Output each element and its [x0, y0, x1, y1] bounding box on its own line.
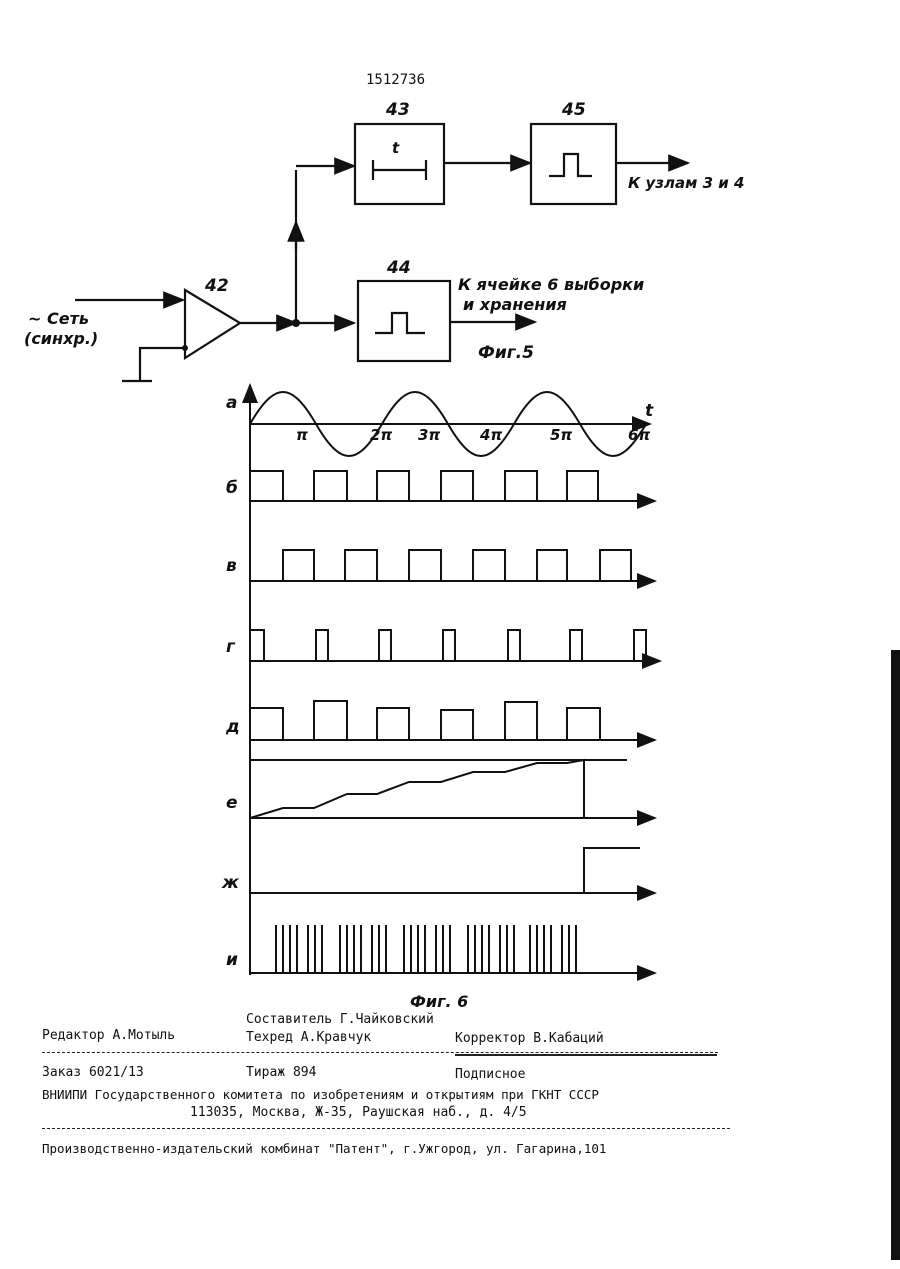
row-label-e: е [226, 793, 238, 813]
pi-label-3: 3π [418, 426, 440, 444]
pi-label-6: 6π [628, 426, 650, 444]
fig6-caption: Фиг. 6 [410, 992, 468, 1011]
waveform-g [250, 630, 646, 661]
address-line: 113035, Москва, Ж-35, Раушская наб., д. … [190, 1105, 527, 1120]
order-line: Заказ 6021/13 [42, 1065, 144, 1080]
pi-label-1: π [296, 426, 308, 444]
waveform-d [250, 701, 600, 740]
pi-label-4: 4π [480, 426, 502, 444]
pi-label-2: 2π [370, 426, 392, 444]
row-label-b: б [226, 478, 238, 498]
row-label-d: д [226, 717, 240, 737]
waveform-v [250, 550, 631, 581]
subscription-line: Подписное [455, 1067, 525, 1082]
waveform-zh [250, 848, 640, 893]
waveform-e [250, 760, 584, 818]
editor-line: Редактор А.Мотыль [42, 1028, 175, 1043]
compiler-line: Составитель Г.Чайковский [246, 1012, 434, 1027]
pi-label-5: 5π [550, 426, 572, 444]
pulse-train-i [276, 925, 576, 973]
publisher-line: Производственно-издательский комбинат "П… [42, 1141, 606, 1156]
row-label-zh: ж [222, 873, 239, 893]
divider-1-solid [455, 1054, 717, 1056]
row-label-i: и [226, 950, 238, 970]
waveform-b [250, 471, 598, 501]
techred-line: Техред А.Кравчук [246, 1030, 371, 1045]
row-label-g: г [226, 637, 235, 657]
scan-edge-bar [891, 650, 900, 1260]
divider-1 [42, 1052, 718, 1053]
row-label-v: в [226, 556, 237, 576]
t-axis-label: t [645, 401, 653, 421]
divider-2 [42, 1128, 730, 1129]
organization-line: ВНИИПИ Государственного комитета по изоб… [42, 1087, 599, 1102]
circulation-line: Тираж 894 [246, 1065, 316, 1080]
row-label-a: а [226, 393, 237, 413]
corrector-line: Корректор В.Кабаций [455, 1031, 604, 1046]
